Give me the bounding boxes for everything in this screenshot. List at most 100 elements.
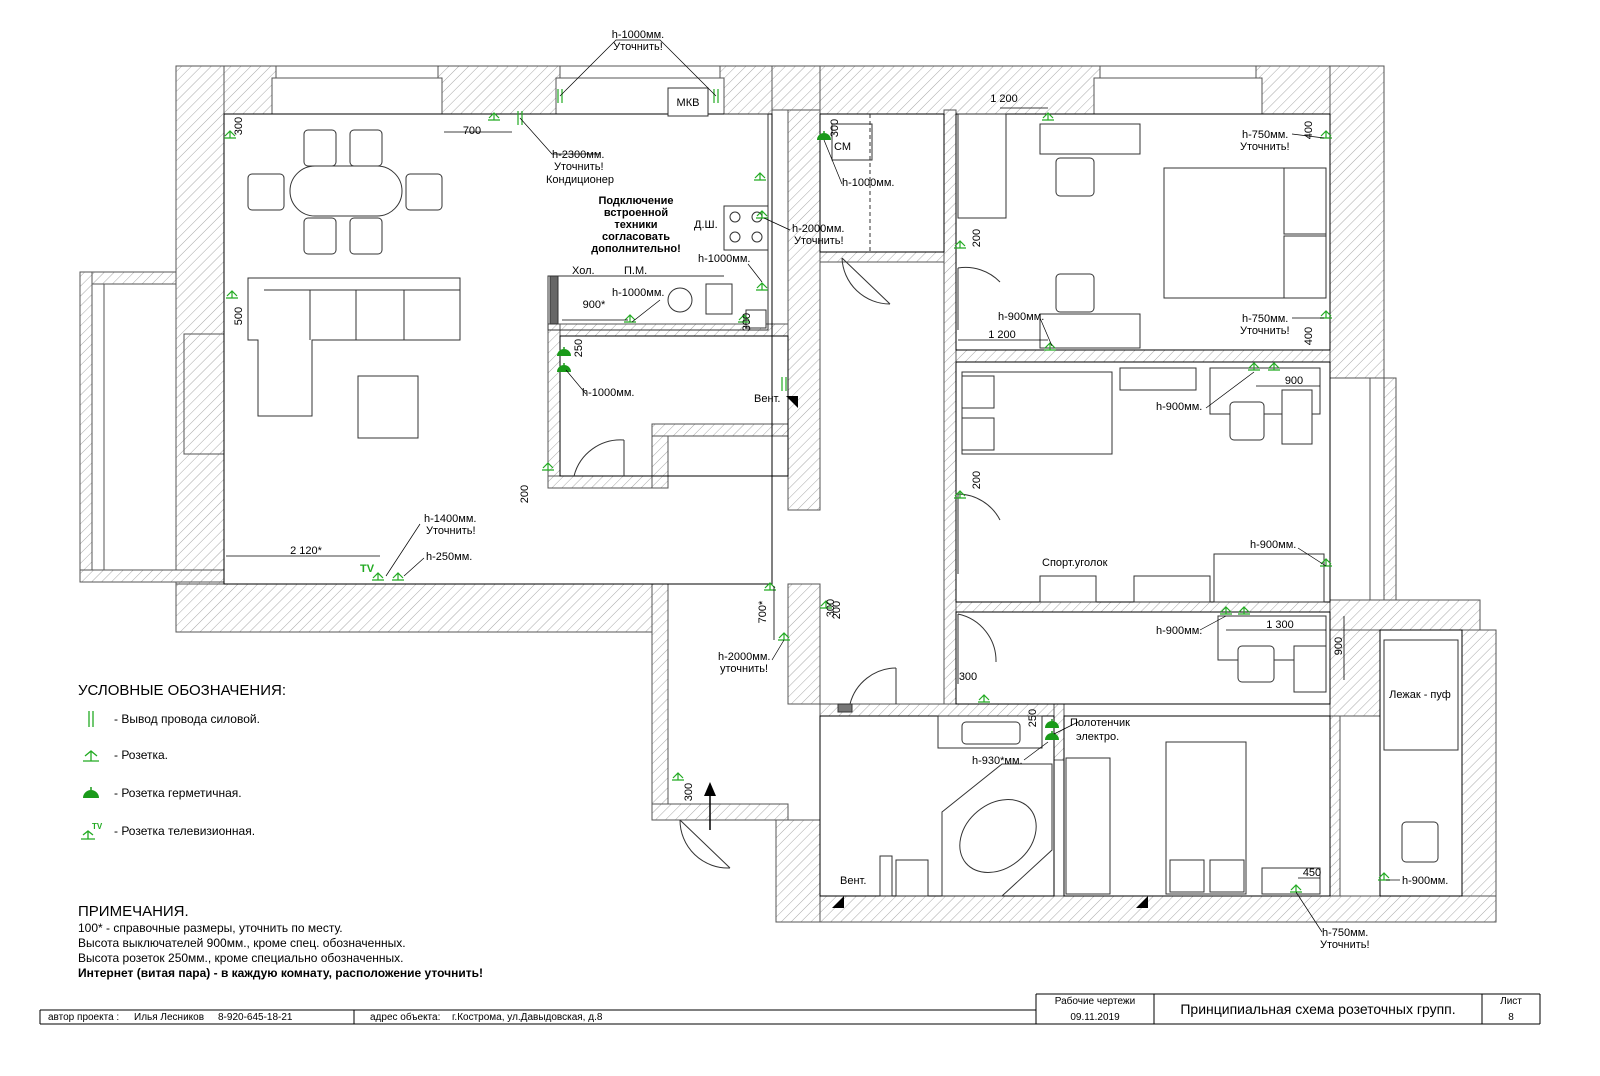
legend-tv-mark: TV [92, 822, 103, 831]
dim-500: 500 [233, 307, 245, 325]
notes-line-1: 100* - справочные размеры, уточнить по м… [78, 921, 343, 935]
furniture [247, 87, 1459, 897]
author-phone: 8-920-645-18-21 [218, 1012, 293, 1023]
annotation-7: h-1000мм. [582, 387, 634, 399]
annotation-10-line-2: уточнить! [720, 663, 768, 675]
legend-item-power-wire: - Вывод провода силовой. [78, 708, 260, 730]
annotation-4-line-1: h-2000мм. [792, 223, 844, 235]
leader-lines [385, 39, 1400, 933]
dim-200-a: 200 [519, 485, 531, 503]
annotation-5: h-1000мм. [698, 253, 750, 265]
room-lines [223, 113, 1463, 897]
kitchen-note-line-1: Подключение [598, 195, 673, 207]
dimension-lines [226, 107, 1345, 879]
height-annotations: h-1000мм. Уточнить! h-2300мм. Уточнить! … [360, 29, 1448, 951]
legend-item-tv-socket: TV - Розетка телевизионная. [78, 820, 255, 842]
dim-300-b: 300 [741, 313, 753, 331]
annotation-19-line-1: h-750мм. [1322, 927, 1368, 939]
label-sport-corner: Спорт.уголок [1042, 557, 1108, 569]
sheet-label: Лист [1500, 996, 1522, 1007]
annotation-12-line-2: Уточнить! [1240, 325, 1290, 337]
notes-line-3: Высота розеток 250мм., кроме специально … [78, 951, 404, 965]
annotation-2-line-2: Уточнить! [554, 161, 604, 173]
label-mkv: МКВ [677, 97, 700, 109]
dim-200-d: 200 [831, 601, 843, 619]
dim-900-b: 900 [1333, 637, 1345, 655]
annotation-2-line-1: h-2300мм. [552, 149, 604, 161]
label-towel-line-1: Полотенчик [1070, 717, 1130, 729]
annotation-19-line-2: Уточнить! [1320, 939, 1370, 951]
annotation-11-line-2: Уточнить! [1240, 141, 1290, 153]
kitchen-note-line-3: техники [614, 219, 657, 231]
dimension-values: 700 300 500 900* 250 300 200 2 120* 700*… [233, 93, 1345, 879]
label-vent-2: Вент. [840, 875, 866, 887]
legend-item-socket: - Розетка. [78, 744, 168, 766]
legend-label-sealed-socket: - Розетка герметичная. [114, 786, 242, 800]
annotation-18: h-900мм. [1402, 875, 1448, 887]
annotation-1-line-1: h-1000мм. [612, 29, 664, 41]
dim-300-d: 300 [825, 599, 837, 617]
tv-mark: TV [360, 563, 375, 575]
annotation-2-line-3: Кондиционер [546, 174, 614, 186]
annotation-8-line-1: h-1400мм. [424, 513, 476, 525]
legend-label-socket: - Розетка. [114, 748, 169, 762]
legend-label-power-wire: - Вывод провода силовой. [114, 712, 260, 726]
entrance-arrow [704, 782, 716, 830]
annotation-14: h-900мм. [1156, 401, 1202, 413]
legend-title: УСЛОВНЫЕ ОБОЗНАЧЕНИЯ: [78, 682, 287, 699]
address-label: адрес объекта: [370, 1012, 441, 1023]
dim-300-f: 300 [683, 783, 695, 801]
annotation-9: h-250мм. [426, 551, 472, 563]
label-fridge: Хол. [572, 265, 595, 277]
annotation-16: h-900мм. [1156, 625, 1202, 637]
annotation-11-line-1: h-750мм. [1242, 129, 1288, 141]
walls [79, 65, 1497, 923]
power-wire-icon [88, 711, 94, 727]
dim-250-a: 250 [573, 339, 585, 357]
dim-250-b: 250 [1027, 709, 1039, 727]
annotation-3: h-1000мм. [842, 177, 894, 189]
notes-line-2: Высота выключателей 900мм., кроме спец. … [78, 936, 406, 950]
sealed-socket-icon [83, 787, 99, 798]
label-towel-line-2: электро. [1076, 731, 1119, 743]
author-name: Илья Лесников [134, 1012, 205, 1023]
dim-200-b: 200 [971, 229, 983, 247]
kitchen-note-line-5: дополнительно! [591, 243, 680, 255]
notes-title: ПРИМЕЧАНИЯ. [78, 903, 189, 920]
dim-700-star: 700* [757, 600, 769, 623]
dim-300-c: 300 [829, 119, 841, 137]
stage: Рабочие чертежи [1054, 996, 1136, 1007]
dim-200-c: 200 [971, 471, 983, 489]
label-lounger: Лежак - пуф [1389, 689, 1451, 701]
dim-900-star: 900* [583, 299, 606, 311]
dim-400-a: 400 [1303, 121, 1315, 139]
author-label: автор проекта : [48, 1012, 120, 1023]
vent-markers [786, 396, 1148, 908]
socket-icon [83, 750, 99, 762]
dim-300-a: 300 [233, 117, 245, 135]
address: г.Кострома, ул.Давыдовская, д.8 [452, 1012, 603, 1023]
dim-2120-star: 2 120* [290, 545, 323, 557]
dim-1200-a: 1 200 [990, 93, 1018, 105]
tv-socket-icon: TV [81, 822, 103, 840]
label-washing-machine: СМ [834, 141, 851, 153]
dim-400-b: 400 [1303, 327, 1315, 345]
date: 09.11.2019 [1070, 1012, 1120, 1023]
label-dishwasher-pm: П.М. [624, 265, 647, 277]
sheet-title: Принципиальная схема розеточных групп. [1180, 1001, 1456, 1017]
legend-label-tv-socket: - Розетка телевизионная. [114, 824, 256, 838]
title-block-frame [39, 993, 1541, 1025]
dim-450: 450 [1303, 867, 1321, 879]
dim-1300: 1 300 [1266, 619, 1294, 631]
dim-900-a: 900 [1285, 375, 1303, 387]
sheet-number: 8 [1508, 1012, 1514, 1023]
annotation-12-line-1: h-750мм. [1242, 313, 1288, 325]
annotation-1-line-2: Уточнить! [613, 41, 663, 53]
annotation-15: h-900мм. [1250, 539, 1296, 551]
legend-item-sealed-socket: - Розетка герметичная. [78, 782, 242, 804]
notes-bold-line: Интернет (витая пара) - в каждую комнату… [78, 966, 483, 980]
annotation-8-line-2: Уточнить! [426, 525, 476, 537]
kitchen-note-line-4: согласовать [602, 231, 670, 243]
equipment-labels: МКВ Хол. П.М. Д.Ш. Подключение встроенно… [572, 97, 1451, 887]
